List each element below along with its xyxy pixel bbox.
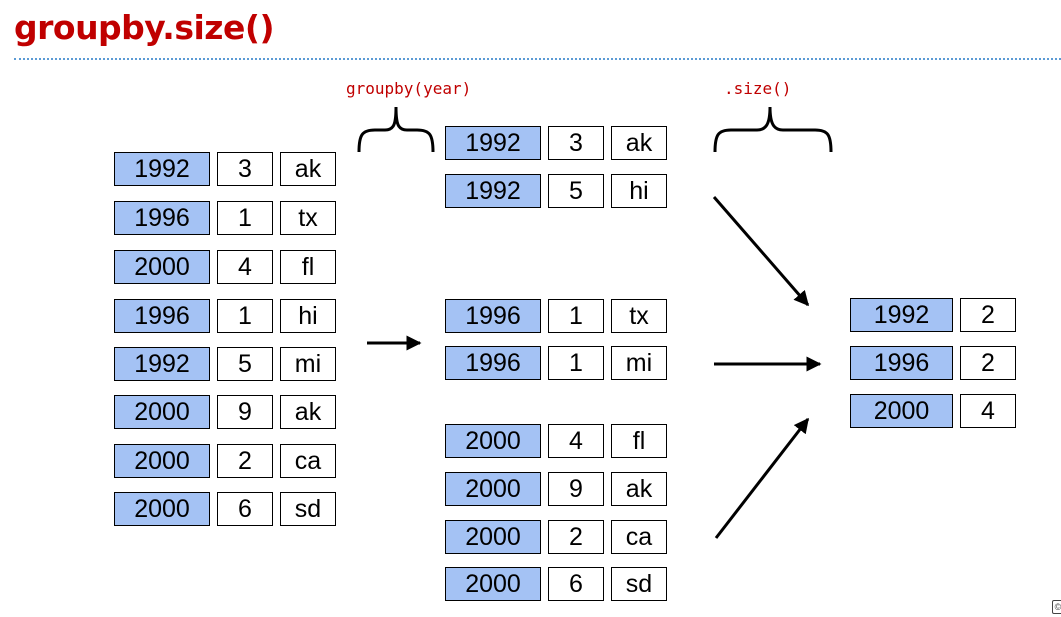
arrow-1992-icon [712, 196, 810, 307]
num-cell: 4 [217, 250, 273, 284]
num-cell: 6 [548, 567, 604, 601]
year-cell: 2000 [114, 250, 210, 284]
year-cell: 2000 [850, 394, 953, 428]
page-title: groupby.size() [14, 8, 275, 47]
year-cell: 2000 [445, 472, 541, 506]
state-cell: ca [611, 520, 667, 554]
year-cell: 2000 [445, 567, 541, 601]
groupby-brace-icon [357, 106, 435, 153]
year-cell: 1996 [445, 299, 541, 333]
size-label: .size() [724, 79, 792, 98]
num-cell: 2 [217, 444, 273, 478]
num-cell: 3 [217, 152, 273, 186]
state-cell: ak [611, 126, 667, 160]
num-cell: 1 [217, 201, 273, 235]
year-cell: 2000 [114, 395, 210, 429]
num-cell: 1 [548, 346, 604, 380]
num-cell: 5 [548, 174, 604, 208]
num-cell: 1 [548, 299, 604, 333]
state-cell: hi [280, 299, 336, 333]
num-cell: 1 [217, 299, 273, 333]
arrow-2000-icon [714, 417, 810, 539]
year-cell: 1992 [445, 126, 541, 160]
state-cell: ca [280, 444, 336, 478]
size-cell: 2 [960, 298, 1016, 332]
num-cell: 9 [217, 395, 273, 429]
year-cell: 2000 [445, 424, 541, 458]
year-cell: 2000 [114, 444, 210, 478]
state-cell: fl [280, 250, 336, 284]
num-cell: 9 [548, 472, 604, 506]
year-cell: 1992 [114, 152, 210, 186]
groupby-label: groupby(year) [346, 79, 472, 98]
num-cell: 5 [217, 347, 273, 381]
state-cell: sd [611, 567, 667, 601]
num-cell: 2 [548, 520, 604, 554]
size-brace-icon [713, 106, 833, 153]
year-cell: 1996 [850, 346, 953, 380]
year-cell: 1996 [445, 346, 541, 380]
state-cell: tx [611, 299, 667, 333]
num-cell: 3 [548, 126, 604, 160]
state-cell: ak [280, 152, 336, 186]
year-cell: 1992 [850, 298, 953, 332]
year-cell: 1992 [445, 174, 541, 208]
copy-icon: © [1052, 600, 1061, 614]
state-cell: mi [611, 346, 667, 380]
year-cell: 1996 [114, 299, 210, 333]
year-cell: 1992 [114, 347, 210, 381]
state-cell: sd [280, 492, 336, 526]
year-cell: 1996 [114, 201, 210, 235]
state-cell: fl [611, 424, 667, 458]
state-cell: ak [280, 395, 336, 429]
size-cell: 4 [960, 394, 1016, 428]
num-cell: 6 [217, 492, 273, 526]
state-cell: tx [280, 201, 336, 235]
size-cell: 2 [960, 346, 1016, 380]
year-cell: 2000 [445, 520, 541, 554]
state-cell: mi [280, 347, 336, 381]
state-cell: ak [611, 472, 667, 506]
state-cell: hi [611, 174, 667, 208]
num-cell: 4 [548, 424, 604, 458]
year-cell: 2000 [114, 492, 210, 526]
title-divider [14, 58, 1061, 60]
